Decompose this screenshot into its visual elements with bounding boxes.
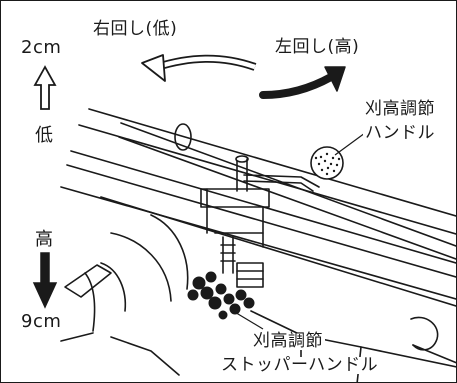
stopper-assembly	[220, 236, 264, 288]
counterclockwise-arrow-icon	[141, 54, 257, 82]
up-arrow-outline-icon	[33, 65, 57, 110]
handle-callout-line1: 刈高調節	[363, 99, 437, 119]
handle-knob-texture	[314, 152, 341, 176]
callout-leaders	[232, 132, 366, 330]
lower-housing	[60, 214, 456, 382]
main-shaft	[118, 122, 456, 260]
down-arrow-solid-icon	[32, 252, 58, 309]
max-height-value: 9cm	[21, 311, 62, 332]
clockwise-label: 左回し(高)	[275, 37, 360, 57]
stopper-knob	[187, 271, 255, 320]
low-label: 低	[35, 125, 54, 146]
min-height-value: 2cm	[21, 37, 62, 58]
handle-leader-line	[334, 132, 366, 156]
stopper-callout-line1: 刈高調節	[251, 331, 325, 351]
counterclockwise-label: 右回し(低)	[93, 19, 178, 39]
handle-callout-line2: ハンドル	[363, 123, 437, 143]
stopper-callout-line2: ストッパーハンドル	[219, 355, 381, 375]
clockwise-arrow-icon	[259, 66, 346, 99]
high-label: 高	[35, 229, 54, 250]
stopper-leader-line	[232, 310, 264, 330]
